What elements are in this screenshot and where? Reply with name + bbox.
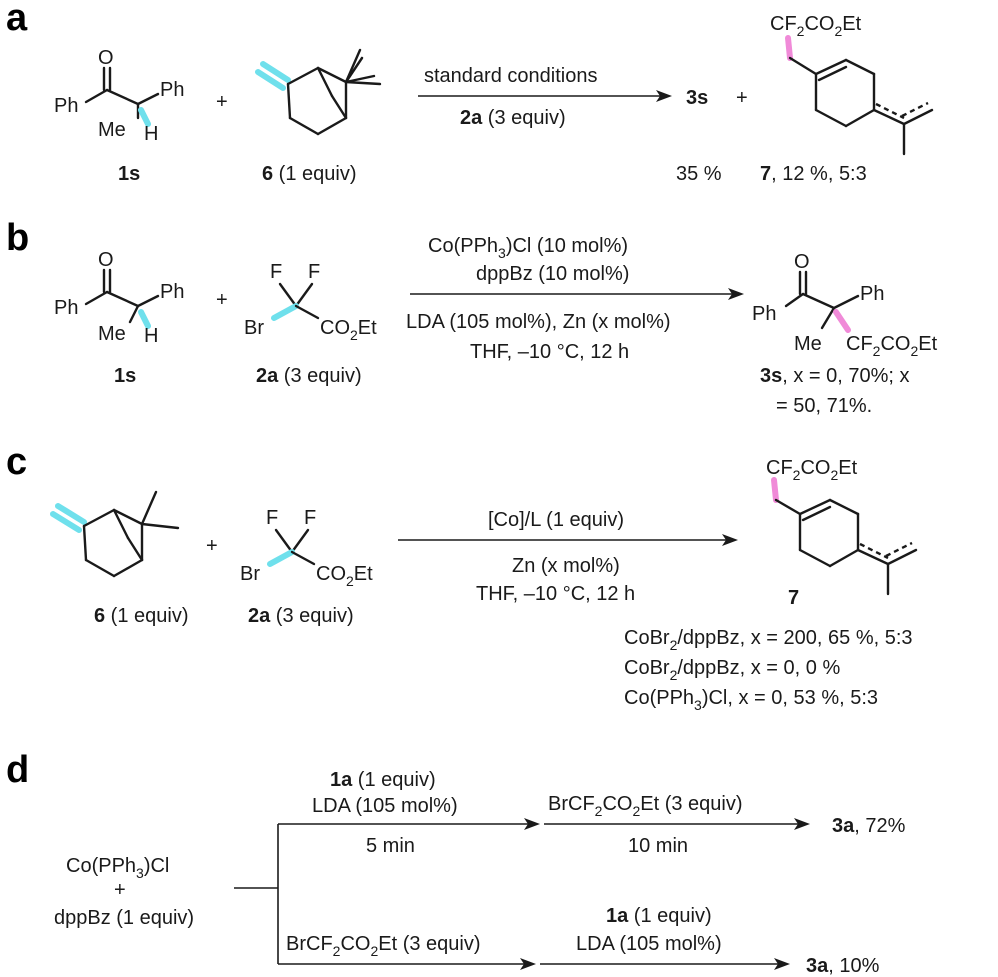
panel-d: d Co(PPh3)Cl + dppBz (1 equiv) 1a (1 equ… bbox=[6, 749, 906, 977]
panel-c: c 6 (1 equiv) + F F Br CO2Et bbox=[6, 441, 918, 713]
result-row-3: Co(PPh3)Cl, x = 0, 53 %, 5:3 bbox=[624, 687, 878, 713]
atom-ph: Ph bbox=[752, 303, 776, 325]
panel-a: a O Ph Ph Me H 1s + bbox=[6, 0, 934, 185]
bottom-step2-base: LDA (105 mol%) bbox=[576, 933, 722, 955]
ketone-1s-structure-a: O Ph Ph Me H bbox=[54, 47, 184, 145]
atom-me: Me bbox=[98, 119, 126, 141]
condition-base: LDA (105 mol%), Zn (x mol%) bbox=[406, 311, 671, 333]
compound-label-1s: 1s bbox=[118, 163, 140, 185]
atom-br: Br bbox=[244, 317, 264, 339]
plus-sign: + bbox=[216, 289, 228, 311]
start-catalyst: Co(PPh3)Cl bbox=[66, 855, 169, 881]
pinene-6-structure-a bbox=[255, 48, 382, 136]
condition-solvent: THF, –10 °C, 12 h bbox=[470, 341, 629, 363]
bottom-product: 3a, 10% bbox=[806, 955, 880, 977]
compound-6-text: 6 (1 equiv) bbox=[94, 605, 189, 627]
panel-label-c: c bbox=[6, 441, 27, 483]
atom-ph: Ph bbox=[160, 79, 184, 101]
condition-zinc: Zn (x mol%) bbox=[512, 555, 620, 577]
diene-7-structure-a: CF2CO2Et bbox=[770, 13, 934, 156]
co2et-group: CO2Et bbox=[320, 317, 377, 343]
atom-f: F bbox=[304, 507, 316, 529]
condition-catalyst: [Co]/L (1 equiv) bbox=[488, 509, 624, 531]
bottom-step2-reagent: 1a (1 equiv) bbox=[606, 905, 712, 927]
start-ligand: dppBz (1 equiv) bbox=[54, 907, 194, 929]
co2et-group: CO2Et bbox=[316, 563, 373, 589]
yield-7: 7, 12 %, 5:3 bbox=[760, 163, 867, 185]
plus-sign: + bbox=[216, 91, 228, 113]
product-label-7: 7 bbox=[788, 587, 799, 609]
atom-me: Me bbox=[794, 333, 822, 355]
atom-h: H bbox=[144, 123, 158, 145]
cf2co2et-group: CF2CO2Et bbox=[766, 457, 858, 483]
atom-f: F bbox=[266, 507, 278, 529]
compound-2a-text: 2a (3 equiv) bbox=[256, 365, 362, 387]
atom-f: F bbox=[270, 261, 282, 283]
condition-standard: standard conditions bbox=[424, 65, 597, 87]
top-step2-reagent: BrCF2CO2Et (3 equiv) bbox=[548, 793, 743, 819]
cf2co2et-group: CF2CO2Et bbox=[846, 333, 938, 359]
atom-ph: Ph bbox=[860, 283, 884, 305]
condition-ligand: dppBz (10 mol%) bbox=[476, 263, 629, 285]
atom-o: O bbox=[98, 249, 114, 271]
result-3s-line2: = 50, 71%. bbox=[776, 395, 872, 417]
condition-reagent-a: 2a (3 equiv) bbox=[460, 107, 566, 129]
atom-ph: Ph bbox=[160, 281, 184, 303]
equiv-text: (1 equiv) bbox=[273, 163, 356, 185]
panel-label-a: a bbox=[6, 0, 28, 39]
compound-label-1s: 1s bbox=[114, 365, 136, 387]
bromodifluoroacetate-2a-structure-c: F F Br CO2Et bbox=[240, 507, 373, 589]
atom-h: H bbox=[144, 325, 158, 347]
condition-catalyst: Co(PPh3)Cl (10 mol%) bbox=[428, 235, 628, 261]
condition-solvent: THF, –10 °C, 12 h bbox=[476, 583, 635, 605]
result-row-1: CoBr2/dppBz, x = 200, 65 %, 5:3 bbox=[624, 627, 913, 653]
diene-7-structure-c: CF2CO2Et bbox=[766, 457, 918, 596]
top-product: 3a, 72% bbox=[832, 815, 906, 837]
atom-ph: Ph bbox=[54, 95, 78, 117]
plus-sign: + bbox=[206, 535, 218, 557]
plus-sign: + bbox=[736, 87, 748, 109]
atom-me: Me bbox=[98, 323, 126, 345]
yield-3s: 35 % bbox=[676, 163, 722, 185]
product-3s: 3s bbox=[686, 87, 708, 109]
bottom-step1-reagent: BrCF2CO2Et (3 equiv) bbox=[286, 933, 481, 959]
compound-label-6: 6 bbox=[262, 163, 273, 185]
top-step1-time: 5 min bbox=[366, 835, 415, 857]
ketone-1s-structure-b: O Ph Ph Me H bbox=[54, 249, 184, 347]
pinene-6-structure-c bbox=[50, 490, 180, 578]
top-step1-reagent: 1a (1 equiv) bbox=[330, 769, 436, 791]
panel-label-d: d bbox=[6, 749, 29, 791]
result-row-2: CoBr2/dppBz, x = 0, 0 % bbox=[624, 657, 840, 683]
result-3s-line1: 3s, x = 0, 70%; x bbox=[760, 365, 910, 387]
atom-o: O bbox=[794, 251, 810, 273]
cf2co2et-group: CF2CO2Et bbox=[770, 13, 862, 39]
plus-sign: + bbox=[114, 879, 126, 901]
top-step2-time: 10 min bbox=[628, 835, 688, 857]
top-step1-base: LDA (105 mol%) bbox=[312, 795, 458, 817]
product-3s-structure: O Ph Ph Me CF2CO2Et bbox=[752, 251, 938, 359]
atom-f: F bbox=[308, 261, 320, 283]
atom-o: O bbox=[98, 47, 114, 69]
atom-br: Br bbox=[240, 563, 260, 585]
compound-6-text: 6 (1 equiv) bbox=[262, 163, 357, 185]
compound-2a-text: 2a (3 equiv) bbox=[248, 605, 354, 627]
bromodifluoroacetate-2a-structure-b: F F Br CO2Et bbox=[244, 261, 377, 343]
panel-b: b O Ph Ph Me H 1s + F F Br CO2Et 2 bbox=[6, 217, 938, 417]
atom-ph: Ph bbox=[54, 297, 78, 319]
panel-label-b: b bbox=[6, 217, 29, 259]
